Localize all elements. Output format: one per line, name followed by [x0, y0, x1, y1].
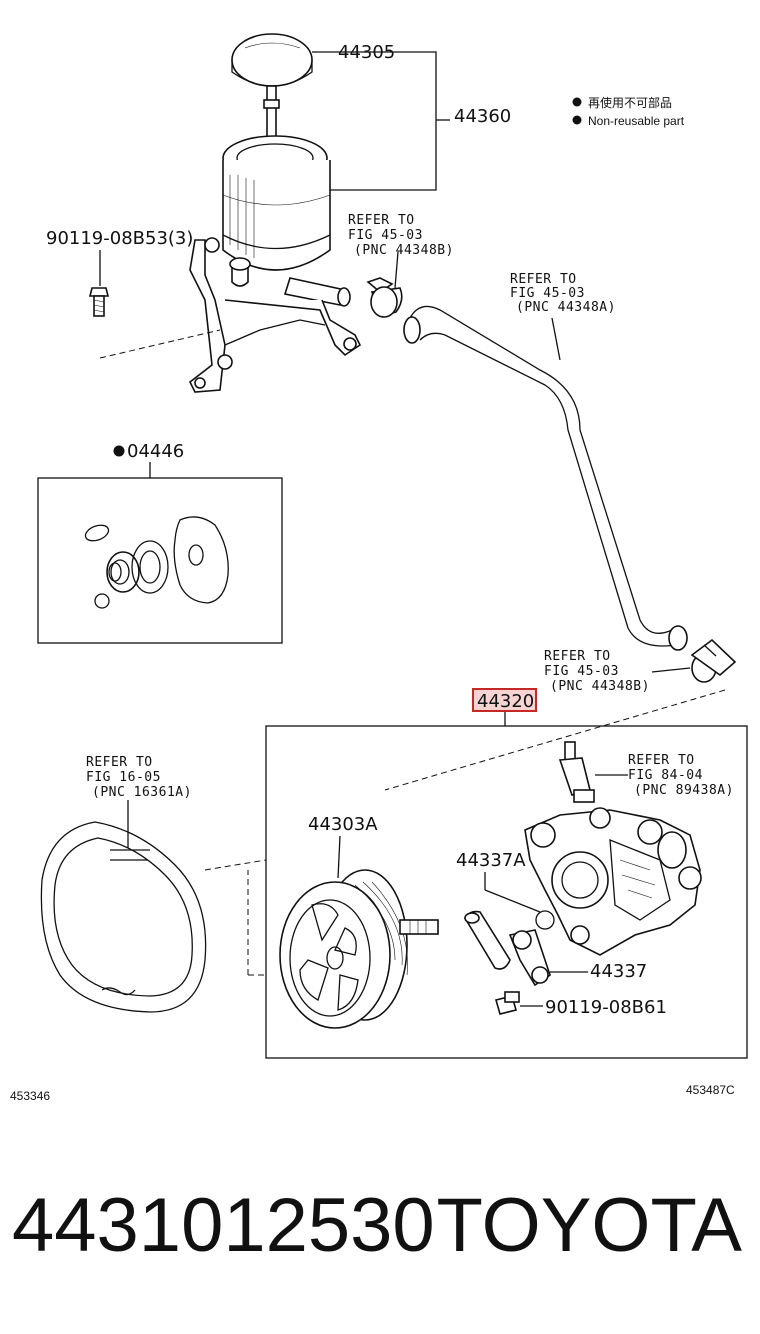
svg-text:REFER TO: REFER TO — [628, 753, 695, 768]
svg-text:FIG 45-03: FIG 45-03 — [348, 228, 423, 243]
svg-text:(PNC 16361A): (PNC 16361A) — [92, 785, 192, 800]
label-44337: 44337 — [590, 961, 647, 982]
part-number: 4431012530 — [12, 1183, 435, 1268]
label-44320: 44320 — [477, 691, 534, 712]
svg-text:(PNC 44348B): (PNC 44348B) — [354, 243, 454, 258]
illustration-code-right: 453487C — [686, 1083, 735, 1097]
label-04446: 04446 — [127, 441, 184, 462]
svg-text:(PNC 44348A): (PNC 44348A) — [516, 300, 616, 315]
gasket-kit-04446: 04446 — [37, 441, 283, 644]
clamp-44348b-lower — [651, 638, 737, 683]
bolt-90119-08B53 — [88, 250, 110, 317]
label-44303A: 44303A — [308, 814, 378, 835]
svg-text:REFER TO: REFER TO — [348, 213, 415, 228]
reservoir-assembly — [188, 33, 362, 393]
label-90119-08B61: 90119-08B61 — [545, 997, 667, 1018]
bullet-icon — [572, 115, 582, 125]
pulley-44303A — [279, 835, 439, 1029]
svg-text:REFER TO: REFER TO — [544, 649, 611, 664]
clamp-44348b-upper — [366, 251, 403, 318]
legend-en: Non-reusable part — [588, 114, 685, 128]
bolt-90119-08B61 — [495, 991, 543, 1015]
legend: 再使用不可部品 Non-reusable part — [572, 95, 685, 128]
svg-text:FIG 16-05: FIG 16-05 — [86, 770, 161, 785]
svg-text:FIG 45-03: FIG 45-03 — [544, 664, 619, 679]
svg-text:REFER TO: REFER TO — [510, 272, 577, 287]
brand-name: TOYOTA — [436, 1183, 742, 1268]
refer-note-2: REFER TO FIG 45-03 (PNC 44348A) — [510, 272, 616, 315]
label-90119-08B53: 90119-08B53(3) — [46, 228, 193, 249]
refer-note-4: REFER TO FIG 16-05 (PNC 16361A) — [86, 755, 192, 848]
v-belt — [40, 821, 207, 1013]
kit-box — [37, 477, 283, 644]
union-44337A — [464, 872, 555, 970]
refer-note-5: REFER TO FIG 84-04 (PNC 89438A) — [628, 753, 734, 798]
label-44305: 44305 — [338, 42, 395, 63]
refer-note-3: REFER TO FIG 45-03 (PNC 44348B) — [544, 649, 650, 694]
label-44320-highlight: 44320 — [472, 688, 537, 726]
non-reusable-bullet-icon — [113, 445, 125, 457]
parts-diagram: 再使用不可部品 Non-reusable part — [10, 33, 748, 1103]
svg-text:FIG 84-04: FIG 84-04 — [628, 768, 703, 783]
illustration-code-left: 453346 — [10, 1089, 50, 1103]
return-hose — [403, 305, 688, 651]
svg-text:FIG 45-03: FIG 45-03 — [510, 286, 585, 301]
bullet-icon — [572, 97, 582, 107]
power-steering-pump — [524, 807, 702, 956]
refer-note-1: REFER TO FIG 45-03 (PNC 44348B) — [348, 213, 454, 258]
svg-text:(PNC 89438A): (PNC 89438A) — [634, 783, 734, 798]
label-44337A: 44337A — [456, 850, 526, 871]
svg-text:REFER TO: REFER TO — [86, 755, 153, 770]
pump-assembly-box — [265, 725, 748, 1059]
legend-jp: 再使用不可部品 — [588, 95, 672, 110]
label-44360: 44360 — [454, 106, 511, 127]
pressure-switch — [558, 741, 628, 803]
union-44337 — [508, 929, 588, 987]
svg-text:(PNC 44348B): (PNC 44348B) — [550, 679, 650, 694]
